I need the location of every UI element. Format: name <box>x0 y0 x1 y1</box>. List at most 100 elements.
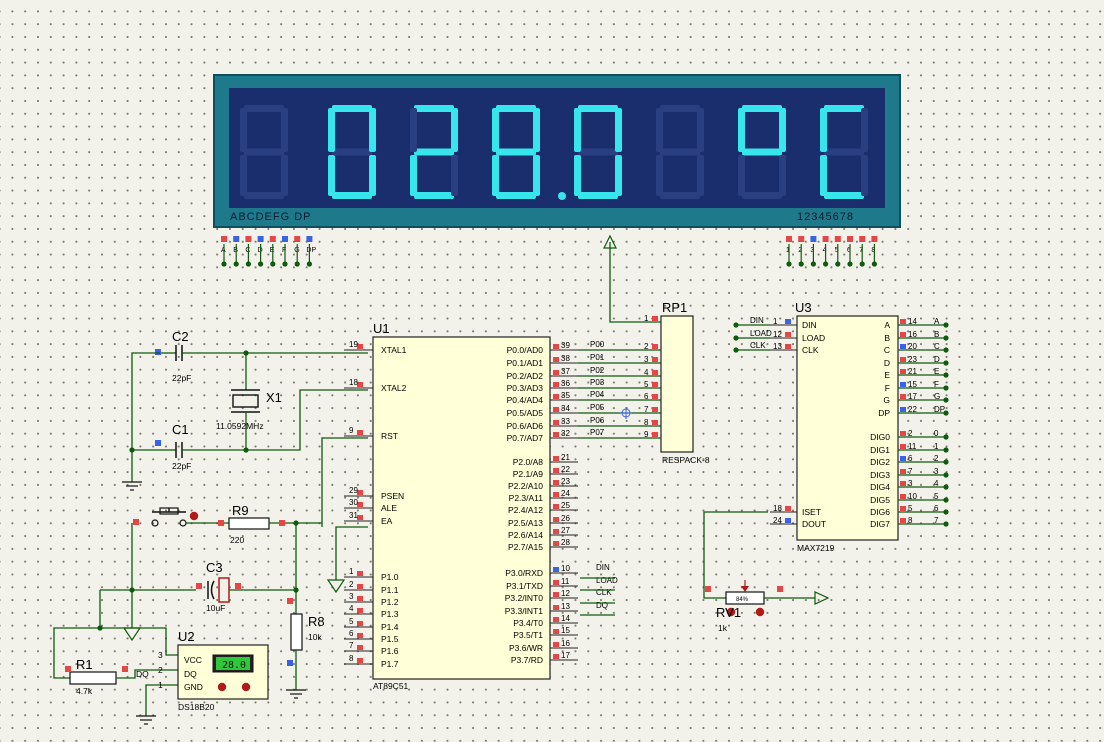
seg-pin-A[interactable] <box>221 236 227 242</box>
u1-pin-p12[interactable]: 3P1.2 <box>344 592 399 607</box>
segment-e <box>574 155 581 196</box>
digit-pin-6[interactable] <box>847 236 853 242</box>
digit-pin-4[interactable] <box>822 236 829 242</box>
u1-pin-p16[interactable]: 7P1.6 <box>344 641 399 656</box>
svg-text:30: 30 <box>349 498 358 507</box>
u1-pin-p11[interactable]: 2P1.1 <box>344 580 399 595</box>
rp1-pin-7[interactable]: 7 <box>644 405 658 414</box>
seg-pin-DP[interactable] <box>306 236 313 242</box>
rp1-pin-4[interactable]: 4 <box>644 368 658 377</box>
rv1-iset-circuit[interactable]: 84% RV1 1k <box>703 511 830 633</box>
seg-pin-E[interactable] <box>269 236 276 242</box>
digit-pin-7[interactable] <box>859 236 866 242</box>
u1-microcontroller[interactable]: U1 AT89C51 19XTAL118XTAL29RST29PSEN30ALE… <box>344 321 661 691</box>
digit-pin-3[interactable] <box>810 236 817 242</box>
digit-pin-5[interactable] <box>834 236 841 242</box>
digit-pin-8[interactable] <box>871 236 878 242</box>
seg-pin-D[interactable] <box>257 236 264 242</box>
crystal-oscillator-section[interactable]: C2 22pF C1 22pF X1 11.0592MHz <box>122 329 368 491</box>
rp1-pin-2[interactable]: 2 <box>644 342 658 351</box>
svg-text:P02: P02 <box>590 366 605 375</box>
reset-circuit[interactable]: R9 220 C3 10uF R8 10k <box>97 437 368 699</box>
seg-pin-B[interactable] <box>233 236 240 242</box>
rp1-pin-9[interactable]: 9 <box>644 430 658 439</box>
ds18b20-section[interactable]: R1 4.7k DQ U2 DS18B20 3 2 1 VCC DQ GND 2… <box>53 590 269 725</box>
u1-pin-p15[interactable]: 6P1.5 <box>344 629 399 644</box>
svg-text:4: 4 <box>934 479 939 488</box>
digit-pin-2[interactable] <box>798 236 805 242</box>
u1-pin-p14[interactable]: 5P1.4 <box>344 617 399 632</box>
digit-pin-1[interactable] <box>786 236 792 242</box>
seg-pin-C[interactable] <box>245 236 252 242</box>
rp1-pin-3[interactable]: 3 <box>644 355 658 364</box>
u2-pin-vcc: VCC <box>184 655 202 665</box>
u1-pin-p10[interactable]: 1P1.0 <box>344 567 399 582</box>
rp1-pin-6[interactable]: 6 <box>644 392 658 401</box>
u1-pin-p17[interactable]: 8P1.7 <box>344 654 399 669</box>
seg-pin-G[interactable] <box>294 236 301 242</box>
seg-pin-F[interactable] <box>282 236 288 242</box>
rp1-pin-1[interactable]: 1 <box>644 314 658 323</box>
rp1-pin-8[interactable]: 8 <box>644 418 658 427</box>
svg-text:P2.3/A11: P2.3/A11 <box>509 493 544 503</box>
rp1-pin-5[interactable]: 5 <box>644 380 658 389</box>
svg-text:14: 14 <box>908 317 917 326</box>
u1-pin-p13[interactable]: 4P1.3 <box>344 604 399 619</box>
